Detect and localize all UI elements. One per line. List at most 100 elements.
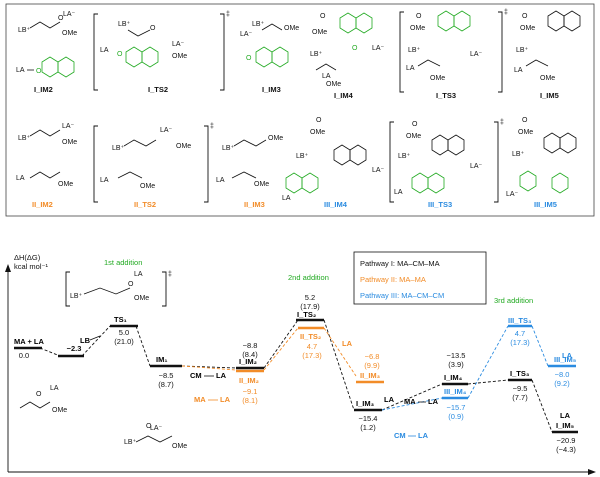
structure-i-ts3: ‡ O OMe LB⁺ LA⁻ LA OMe [399,9,508,93]
svg-text:II_IM₃: II_IM₃ [360,371,381,380]
svg-text:I_IM₄: I_IM₄ [444,373,463,382]
level-annotations: MA + LA 0.0 −2.3 TS₁ 5.0 (21.0) IM₁ −8.5… [14,293,577,454]
label-iii-im4: III_IM4 [324,200,348,209]
label-iii-ts3: III_TS3 [428,200,452,209]
svg-text:4.7: 4.7 [515,329,525,338]
levels [14,318,578,434]
svg-text:−6.8: −6.8 [365,352,380,361]
svg-text:O: O [117,51,123,58]
svg-text:LB⁺: LB⁺ [118,21,131,28]
svg-text:OMe: OMe [176,143,191,150]
svg-text:OMe: OMe [312,29,327,36]
legend: Pathway I: MA–CM–MA Pathway II: MA–MA Pa… [353,251,487,305]
svg-text:OMe: OMe [326,81,341,88]
svg-text:LA: LA [16,175,25,182]
svg-text:(9.9): (9.9) [364,361,380,370]
svg-text:I_IM₃: I_IM₃ [356,399,375,408]
svg-text:LA⁻: LA⁻ [470,51,483,58]
svg-text:5.2: 5.2 [305,293,315,302]
svg-text:OMe: OMe [52,407,67,414]
structure-i-ts2: ‡ LB⁺ O LA⁻ OMe LA O [93,11,230,91]
svg-text:IM₁: IM₁ [156,355,167,364]
svg-text:LB⁺: LB⁺ [516,47,529,54]
svg-text:O: O [150,25,156,32]
svg-text:(17.3): (17.3) [302,351,322,360]
svg-text:LA: LA [134,271,143,278]
legend-pathway-2: Pathway II: MA–MA [360,275,426,284]
structure-iii-im4: O OMe LB⁺ LA⁻ LA [282,117,385,202]
svg-text:LA: LA [562,351,573,360]
svg-text:CM: CM [394,431,406,440]
svg-text:LA: LA [220,395,231,404]
label-i-ts2: I_TS2 [148,85,168,94]
svg-text:‡: ‡ [210,123,214,130]
svg-text:LB⁺: LB⁺ [296,153,309,160]
label-iii-im5: III_IM5 [534,200,557,209]
svg-text:LA: LA [216,177,225,184]
svg-text:LA⁻: LA⁻ [63,11,76,18]
svg-text:−15.7: −15.7 [447,403,466,412]
svg-text:OMe: OMe [134,295,149,302]
svg-text:LA⁻: LA⁻ [62,123,75,130]
svg-text:LA⁻: LA⁻ [240,31,253,38]
svg-text:LA⁻: LA⁻ [172,41,185,48]
structure-i-im4: O OMe LB⁺ O LA⁻ LA OMe [310,12,385,88]
svg-text:LB⁺: LB⁺ [222,145,235,152]
svg-text:II_IM₂: II_IM₂ [239,376,259,385]
svg-text:LB⁺: LB⁺ [512,151,525,158]
svg-text:LA: LA [100,177,109,184]
svg-text:(8.7): (8.7) [158,380,174,389]
svg-text:TS₁: TS₁ [114,315,127,324]
svg-text:O: O [146,423,152,430]
connectors [39,319,553,433]
svg-text:5.0: 5.0 [119,328,129,337]
svg-text:OMe: OMe [62,139,77,146]
svg-text:I_TS₃: I_TS₃ [510,369,530,378]
svg-text:LA: LA [342,339,353,348]
svg-text:LA: LA [514,67,523,74]
svg-text:OMe: OMe [406,133,421,140]
svg-text:−15.4: −15.4 [359,414,378,423]
svg-text:O: O [352,45,358,52]
legend-pathway-3: Pathway III: MA–CM–CM [360,291,444,300]
y-axis-unit: kcal mol⁻¹ [14,262,48,271]
svg-text:III_TS₃: III_TS₃ [508,316,532,325]
label-i-ts3: I_TS3 [436,91,456,100]
second-addition-label: 2nd addition [288,273,329,282]
svg-text:LA: LA [428,397,439,406]
svg-text:LA: LA [560,411,571,420]
label-i-im2: I_IM2 [34,85,53,94]
svg-text:−2.3: −2.3 [67,344,82,353]
svg-text:LA⁻: LA⁻ [160,127,173,134]
svg-text:LA⁻: LA⁻ [372,45,385,52]
svg-text:−8.0: −8.0 [555,370,570,379]
svg-text:LA: LA [384,395,395,404]
label-i-im3: I_IM3 [262,85,281,94]
structure-ii-ts2: ‡ LB⁺ LA⁻ OMe LA OMe [93,123,214,203]
svg-text:OMe: OMe [140,183,155,190]
structure-i-im3: LA⁻ LB⁺ OMe O [240,21,299,68]
svg-text:LA: LA [100,47,109,54]
svg-text:O: O [36,391,42,398]
svg-text:OMe: OMe [62,30,77,37]
structure-iii-ts3: ‡ O OMe LB⁺ LA⁻ LA [389,119,504,203]
svg-text:O: O [320,13,326,20]
svg-text:LB⁺: LB⁺ [252,21,265,28]
svg-text:LA⁻: LA⁻ [372,167,385,174]
svg-text:OMe: OMe [172,443,187,450]
structure-i-im2: LB⁺ O LA⁻ OMe LA O [16,11,77,78]
svg-text:MA: MA [194,395,206,404]
svg-text:(1.2): (1.2) [360,423,376,432]
svg-text:O: O [246,55,252,62]
svg-text:CM: CM [190,371,202,380]
x-axis-arrow [588,469,596,475]
svg-text:II_TS₂: II_TS₂ [300,332,321,341]
svg-text:−8.8: −8.8 [243,341,258,350]
species-annotations: LB CM LA MA LA LA LA MA LA CM LA LA LA [80,335,573,440]
svg-text:LA: LA [16,67,25,74]
svg-text:(21.0): (21.0) [114,337,134,346]
svg-text:OMe: OMe [540,75,555,82]
svg-text:LB⁺: LB⁺ [70,293,83,300]
svg-text:−8.5: −8.5 [159,371,174,380]
svg-text:OMe: OMe [254,181,269,188]
